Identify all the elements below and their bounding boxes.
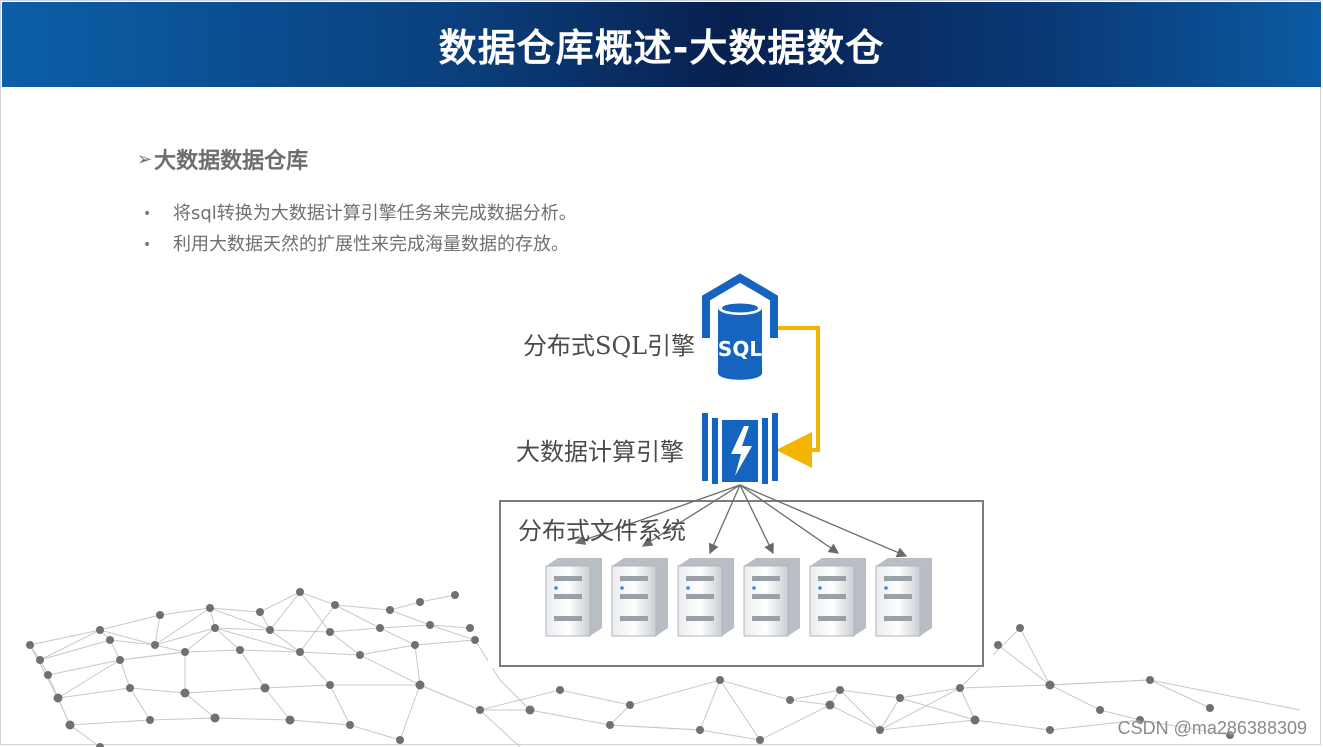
server-icon: [611, 558, 668, 637]
bullet-text: 将sql转换为大数据计算引擎任务来完成数据分析。: [173, 202, 577, 224]
network-background-graphic: [26, 588, 1301, 747]
page-title: 数据仓库概述-大数据数仓: [438, 26, 885, 70]
watermark: CSDN @ma286388309: [1117, 718, 1307, 738]
sql-icon-text: SQL: [718, 337, 762, 361]
section-title: 大数据数据仓库: [154, 149, 309, 174]
bullet-list: • 将sql转换为大数据计算引擎任务来完成数据分析。 • 利用大数据天然的扩展性…: [143, 198, 577, 260]
bullet-item: • 利用大数据天然的扩展性来完成海量数据的存放。: [143, 229, 577, 260]
server-icon: [677, 558, 734, 637]
section-heading: ➢ 大数据数据仓库: [137, 143, 308, 175]
filesystem-frame: [499, 500, 984, 667]
server-icon: [743, 558, 800, 637]
compute-engine-label: 大数据计算引擎: [516, 438, 684, 466]
database-sql-icon: SQL: [702, 273, 778, 380]
bullet-item: • 将sql转换为大数据计算引擎任务来完成数据分析。: [143, 198, 577, 229]
sql-engine-label: 分布式SQL引擎: [523, 332, 696, 360]
flow-arrow: [776, 326, 820, 468]
arrow-bullet-icon: ➢: [137, 148, 153, 170]
server-icon: [809, 558, 866, 637]
compute-engine-icon: [702, 413, 778, 484]
bullet-text: 利用大数据天然的扩展性来完成海量数据的存放。: [173, 233, 569, 255]
filesystem-label: 分布式文件系统: [518, 517, 686, 545]
bullet-dot-icon: •: [143, 236, 152, 253]
server-icon: [545, 558, 602, 637]
bullet-dot-icon: •: [143, 205, 152, 222]
architecture-diagram: SQL: [488, 268, 993, 668]
header-bar: 数据仓库概述-大数据数仓: [2, 2, 1321, 87]
server-icon: [875, 558, 932, 637]
fanout-arrows: [574, 484, 908, 558]
architecture-diagram-graphic: SQL: [499, 273, 984, 667]
server-group: [545, 558, 932, 637]
